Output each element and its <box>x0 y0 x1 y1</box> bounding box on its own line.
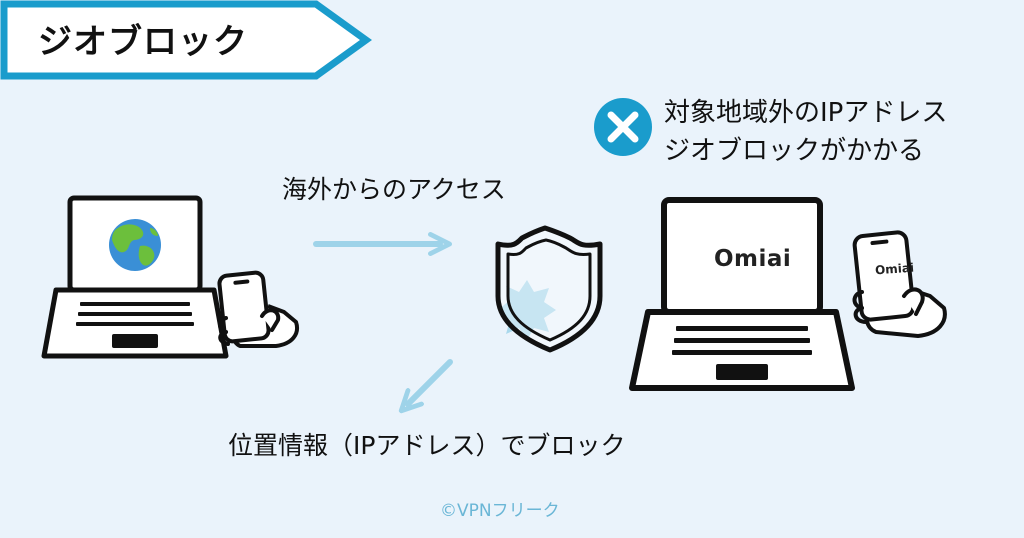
close-circle-icon <box>594 98 652 156</box>
app-logo-phone: Omiai <box>874 260 915 278</box>
warning-text: 対象地域外のIPアドレス ジオブロックがかかる <box>664 94 947 170</box>
left-phone <box>217 270 299 348</box>
credit-text: ©VPNフリーク <box>440 501 560 521</box>
warning-line-2: ジオブロックがかかる <box>664 136 925 166</box>
globe-icon <box>109 219 161 271</box>
access-label: 海外からのアクセス <box>282 175 506 204</box>
right-phone <box>852 230 947 338</box>
app-logo-laptop: Omiai <box>714 246 792 272</box>
page-title: ジオブロック <box>38 22 248 62</box>
right-laptop <box>629 197 855 391</box>
warning-line-1: 対象地域外のIPアドレス <box>664 98 948 128</box>
block-label: 位置情報（IPアドレス）でブロック <box>228 431 626 460</box>
left-laptop <box>41 195 229 359</box>
shield-icon <box>495 225 603 353</box>
block-arrow <box>398 359 453 414</box>
title-banner <box>0 0 372 80</box>
